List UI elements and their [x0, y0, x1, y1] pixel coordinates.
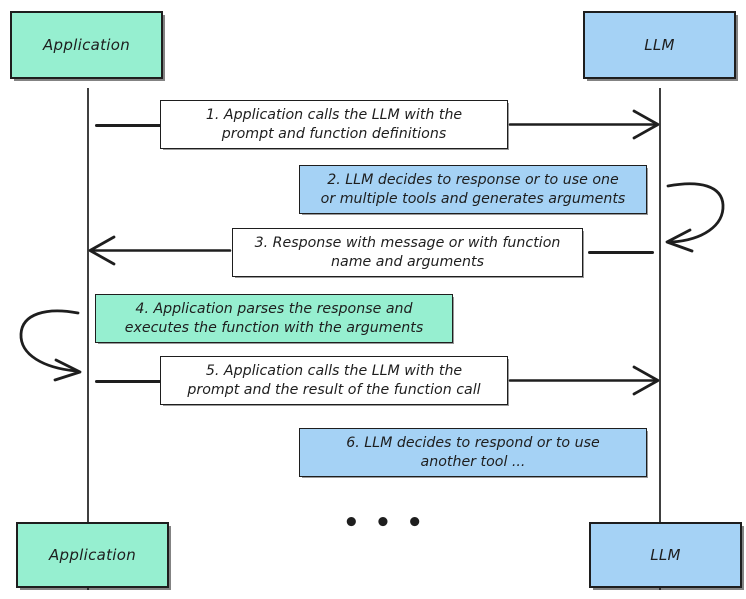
message-4-self-loop-arrow — [19, 309, 82, 382]
message-2-self-loop-arrow — [665, 182, 725, 253]
message-1-box[interactable]: 1. Application calls the LLM with the pr… — [160, 100, 508, 149]
message-5-line-left — [95, 380, 163, 383]
message-6-box[interactable]: 6. LLM decides to respond or to use anot… — [299, 428, 647, 477]
message-4-text: 4. Application parses the response and e… — [124, 300, 424, 336]
actor-llm-top-label: LLM — [644, 36, 675, 54]
actor-llm-top[interactable]: LLM — [583, 11, 736, 79]
message-3-arrow — [88, 235, 232, 266]
actor-llm-bottom[interactable]: LLM — [589, 522, 742, 588]
lifeline-llm — [659, 88, 661, 590]
actor-llm-bottom-label: LLM — [650, 546, 681, 564]
actor-application-top[interactable]: Application — [10, 11, 163, 79]
message-1-arrow — [508, 109, 660, 140]
continuation-ellipsis: • • • — [343, 508, 426, 538]
message-5-arrow — [508, 365, 660, 396]
actor-application-top-label: Application — [42, 36, 131, 54]
message-5-text: 5. Application calls the LLM with the pr… — [187, 362, 481, 398]
lifeline-application — [87, 88, 89, 590]
message-1-text: 1. Application calls the LLM with the pr… — [205, 106, 463, 142]
message-5-box[interactable]: 5. Application calls the LLM with the pr… — [160, 356, 508, 405]
message-6-text: 6. LLM decides to respond or to use anot… — [346, 434, 600, 470]
message-3-line-right — [588, 251, 654, 254]
message-1-line-left — [95, 124, 163, 127]
message-2-text: 2. LLM decides to response or to use one… — [320, 171, 626, 207]
message-2-box[interactable]: 2. LLM decides to response or to use one… — [299, 165, 647, 214]
actor-application-bottom-label: Application — [48, 546, 137, 564]
actor-application-bottom[interactable]: Application — [16, 522, 169, 588]
message-3-text: 3. Response with message or with functio… — [254, 234, 561, 270]
message-3-box[interactable]: 3. Response with message or with functio… — [232, 228, 583, 277]
message-4-box[interactable]: 4. Application parses the response and e… — [95, 294, 453, 343]
